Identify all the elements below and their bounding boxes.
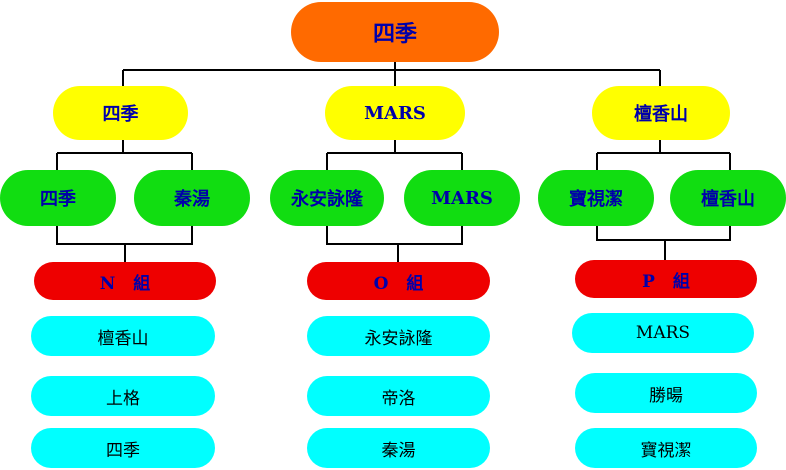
branch-3-child-1: 寶視潔 <box>538 170 654 226</box>
connector-branch-3 <box>596 140 731 260</box>
group-header-o: O 組 <box>307 262 490 300</box>
branch-3-node: 檀香山 <box>592 86 730 140</box>
group-header-p: P 組 <box>575 260 757 298</box>
branch-3-child-2: 檀香山 <box>670 170 786 226</box>
group-p-member-1: MARS <box>572 313 754 353</box>
branch-1-child-1: 四季 <box>0 170 116 226</box>
group-n-member-3: 四季 <box>31 428 215 468</box>
group-o-member-3: 秦湯 <box>307 428 490 468</box>
group-o-member-1: 永安詠隆 <box>307 316 490 356</box>
branch-1-node: 四季 <box>53 86 188 140</box>
connector-root-bus <box>122 62 661 86</box>
branch-1-child-2: 秦湯 <box>134 170 250 226</box>
group-header-n: N 組 <box>34 262 216 300</box>
group-p-member-3: 寶視潔 <box>575 428 757 468</box>
branch-2-child-2: MARS <box>404 170 520 226</box>
group-n-member-2: 上格 <box>31 376 215 416</box>
root-node: 四季 <box>291 2 499 62</box>
connector-branch-1 <box>56 140 193 262</box>
group-p-member-2: 勝暘 <box>575 373 757 413</box>
group-n-member-1: 檀香山 <box>31 316 215 356</box>
connector-branch-2 <box>326 140 463 262</box>
branch-2-child-1: 永安詠隆 <box>270 170 384 226</box>
group-o-member-2: 帝洛 <box>307 376 490 416</box>
branch-2-node: MARS <box>325 86 465 140</box>
